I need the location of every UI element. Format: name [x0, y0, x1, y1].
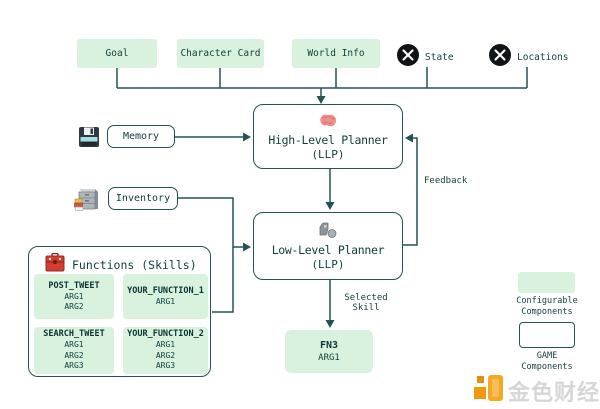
x-logo-icon	[489, 44, 511, 70]
inventory-label: Inventory	[115, 193, 171, 204]
function-name: YOUR_FUNCTION_1	[127, 285, 204, 296]
world-info-label: World Info	[307, 48, 365, 59]
fn3-output-box: FN3 ARG1	[285, 330, 373, 373]
function-card-post-tweet: POST_TWEET ARG1 ARG2	[34, 274, 114, 319]
state-label: State	[425, 51, 454, 63]
goal-label: Goal	[105, 48, 129, 59]
legend-configurable-label: Configurable Components	[516, 296, 578, 318]
function-arg: ARG2	[155, 350, 176, 360]
arrowhead-hlp-into-llp	[325, 202, 335, 210]
wire-feedback-loop	[403, 137, 418, 246]
functions-header: Functions (Skills)	[45, 252, 197, 276]
function-arg: ARG2	[64, 350, 84, 360]
mechanical-arm-icon	[319, 222, 337, 242]
locations-group: Locations	[489, 44, 568, 70]
legend-configurable-swatch	[518, 272, 575, 293]
arrowhead-llp-into-fn3	[325, 320, 335, 328]
function-arg: ARG3	[155, 361, 176, 371]
wire-inventory-functions-junction	[178, 197, 234, 313]
function-arg: ARG1	[64, 340, 84, 350]
arrowhead-junction-into-llp	[243, 242, 251, 252]
function-arg: ARG2	[64, 302, 84, 312]
functions-title: Functions (Skills)	[72, 257, 197, 272]
fn3-arg: ARG1	[318, 353, 340, 364]
character-card-label: Character Card	[180, 48, 261, 59]
legend-game-label: GAME Components	[521, 351, 573, 373]
floppy-disk-icon	[78, 126, 100, 152]
character-card-box: Character Card	[177, 39, 264, 68]
state-group: State	[397, 44, 454, 70]
function-card-your-function-1: YOUR_FUNCTION_1 ARG1	[123, 274, 208, 319]
brain-icon	[319, 113, 337, 132]
function-name: POST_TWEET	[48, 280, 100, 291]
function-card-your-function-2: YOUR_FUNCTION_2 ARG1 ARG2 ARG3	[123, 327, 208, 374]
arrowhead-feedback-into-hlp	[405, 133, 413, 143]
legend-game-swatch	[519, 322, 575, 348]
file-cabinet-icon	[73, 186, 100, 216]
function-arg: ARG1	[155, 296, 176, 306]
x-logo-icon	[397, 44, 419, 70]
functions-skills-box: Functions (Skills) POST_TWEET ARG1 ARG2 …	[28, 246, 211, 377]
function-name: SEARCH_TWEET	[43, 329, 105, 340]
jinse-logo-icon	[473, 374, 504, 407]
function-name: YOUR_FUNCTION_2	[127, 329, 204, 340]
function-card-search-tweet: SEARCH_TWEET ARG1 ARG2 ARG3	[34, 327, 114, 374]
world-info-box: World Info	[292, 39, 380, 68]
inventory-box: Inventory	[108, 187, 178, 210]
watermark-text: 金色财经	[508, 380, 600, 406]
high-level-planner-box: High-Level Planner (LLP)	[253, 104, 403, 169]
low-level-planner-box: Low-Level Planner (LLP)	[253, 212, 403, 280]
llp-subtitle: (LLP)	[311, 257, 345, 271]
arrowhead-memory-into-hlp	[243, 132, 251, 142]
watermark: 金色财经	[473, 374, 600, 407]
toolbox-icon	[45, 252, 65, 276]
selected-skill-label: Selected Skill	[344, 293, 388, 313]
memory-box: Memory	[107, 125, 175, 148]
hlp-subtitle: (LLP)	[311, 147, 345, 161]
hlp-title: High-Level Planner	[268, 132, 388, 147]
memory-label: Memory	[122, 131, 160, 142]
function-arg: ARG1	[155, 340, 176, 350]
goal-box: Goal	[77, 39, 157, 68]
arrowhead-into-hlp-top	[316, 96, 326, 104]
llp-title: Low-Level Planner	[271, 242, 385, 257]
fn3-name: FN3	[319, 339, 339, 351]
feedback-label: Feedback	[424, 176, 468, 186]
function-arg: ARG3	[64, 361, 84, 371]
locations-label: Locations	[517, 51, 569, 63]
function-arg: ARG1	[64, 291, 84, 301]
